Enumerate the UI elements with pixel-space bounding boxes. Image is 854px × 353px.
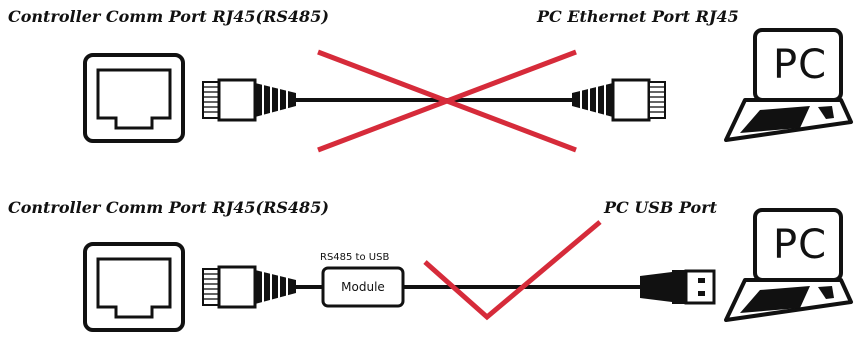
rj45-jack-icon	[83, 53, 185, 143]
not-allowed-cross-icon	[317, 49, 577, 153]
laptop-icon	[724, 208, 853, 322]
pc-screen-text: PC	[773, 222, 828, 268]
pc-ethernet-port-label: PC Ethernet Port RJ45	[537, 7, 739, 26]
module-caption: RS485 to USB	[320, 252, 390, 263]
rj45-plug-icon	[202, 265, 296, 309]
rj45-plug-icon	[572, 78, 666, 122]
laptop-icon	[724, 28, 853, 142]
pc-usb-port-label: PC USB Port	[604, 198, 718, 217]
usb-plug-icon	[640, 269, 716, 305]
controller-port-label: Controller Comm Port RJ45(RS485)	[8, 7, 329, 26]
controller-port-label: Controller Comm Port RJ45(RS485)	[8, 198, 329, 217]
rj45-jack-icon	[83, 242, 185, 332]
module-label: Module	[341, 280, 385, 294]
pc-screen-text: PC	[773, 42, 828, 88]
rj45-plug-icon	[202, 78, 296, 122]
allowed-check-icon	[423, 220, 602, 321]
